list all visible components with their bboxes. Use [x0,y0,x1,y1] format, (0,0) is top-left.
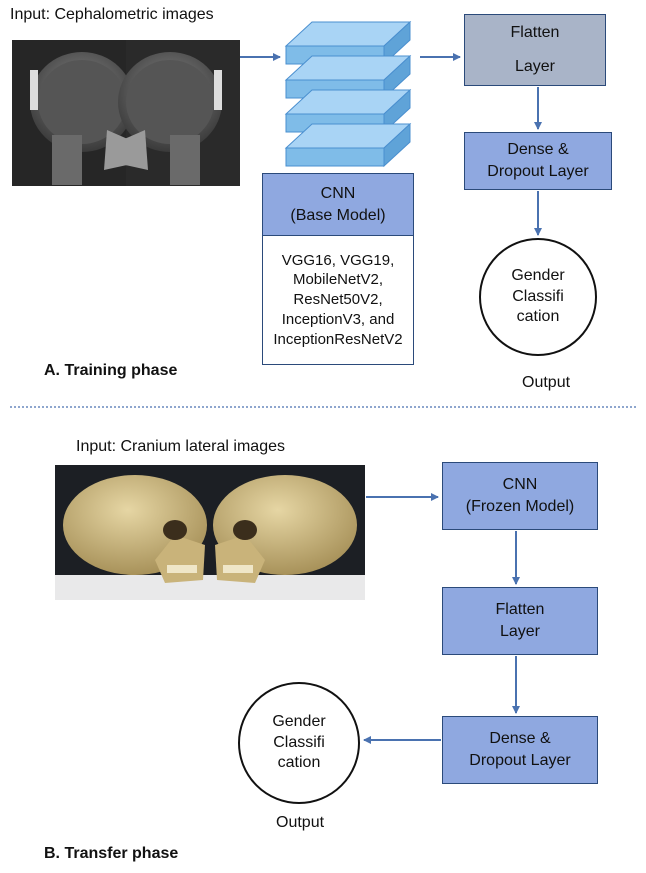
arrows-overlay [0,0,646,873]
